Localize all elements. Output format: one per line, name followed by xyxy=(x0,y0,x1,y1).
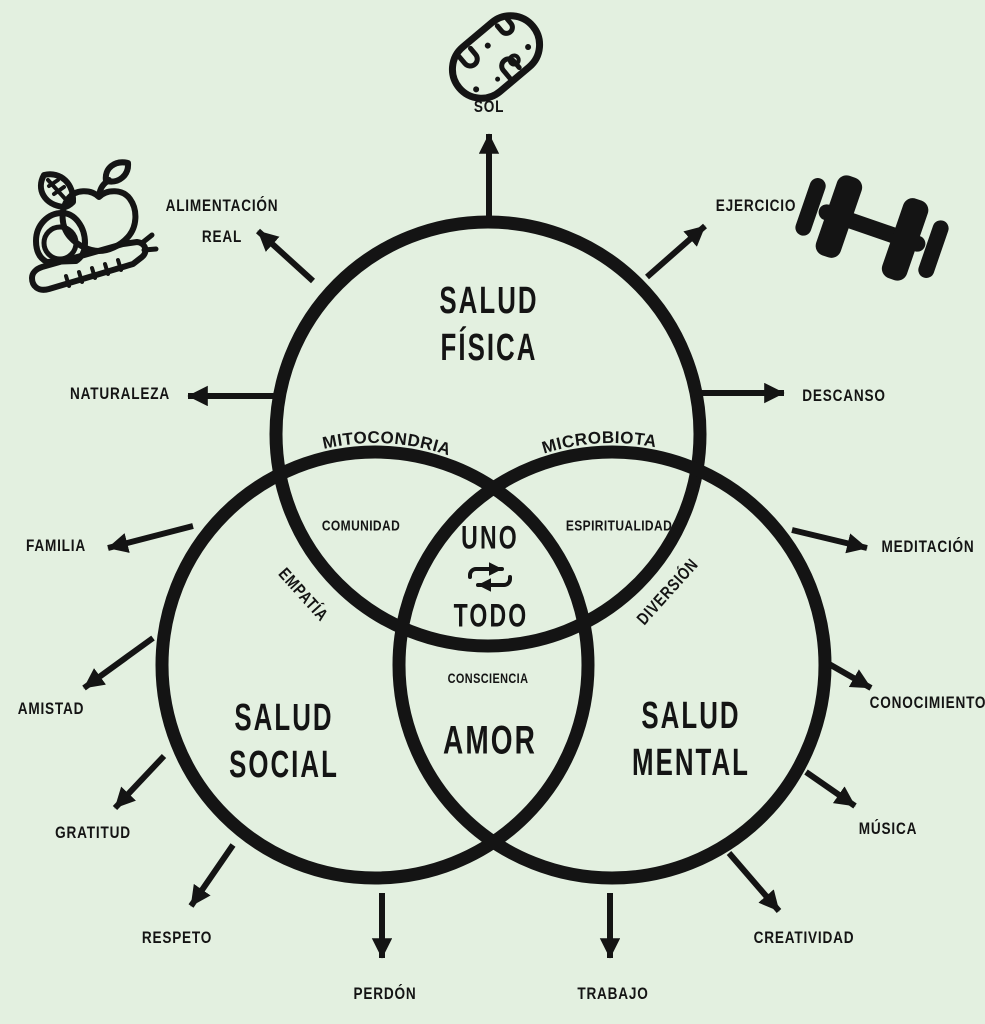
stem-leaf xyxy=(102,159,132,185)
arrow-amistad xyxy=(82,635,155,691)
arrow-ejercicio xyxy=(645,223,707,280)
left-leaf xyxy=(37,171,77,210)
circle-salud-social xyxy=(155,445,595,885)
amor-label: AMOR xyxy=(443,718,537,763)
familia-label: FAMILIA xyxy=(26,536,86,555)
healthy-food-icon xyxy=(29,159,159,293)
salud-social-line1: SALUD xyxy=(234,697,334,739)
cycle-arrows-icon xyxy=(468,562,512,592)
arrow-creatividad xyxy=(726,851,782,913)
gratitud-label: GRATITUD xyxy=(55,823,131,842)
carrot-greens xyxy=(139,232,159,253)
arrow-respeto xyxy=(188,843,236,908)
alimentacion-real-label: ALIMENTACIÓN REAL xyxy=(166,190,279,252)
dumbbell-icon xyxy=(795,175,949,281)
alimentacion-line1: ALIMENTACIÓN xyxy=(165,196,279,215)
trabajo-label: TRABAJO xyxy=(577,984,649,1003)
todo-label: TODO xyxy=(453,597,529,634)
comunidad-label: COMUNIDAD xyxy=(321,517,401,535)
alimentacion-line2: REAL xyxy=(201,227,243,246)
arrow-conocimiento xyxy=(827,661,873,691)
creatividad-label: CREATIVIDAD xyxy=(753,928,855,947)
salud-mental-title: SALUD MENTAL xyxy=(632,693,750,787)
salud-fisica-line1: SALUD xyxy=(439,280,539,322)
cut-fruit-core xyxy=(41,224,79,262)
amistad-label: AMISTAD xyxy=(17,699,85,718)
mitochondria-icon xyxy=(448,12,544,102)
consciencia-label: CONSCIENCIA xyxy=(447,670,529,686)
espiritualidad-label: ESPIRITUALIDAD xyxy=(565,517,673,535)
ejercicio-label: EJERCICIO xyxy=(715,196,797,215)
salud-social-line2: SOCIAL xyxy=(229,744,339,786)
arrow-gratitud xyxy=(112,753,167,811)
arrow-alimentacion-real xyxy=(255,228,316,284)
arrow-meditacion xyxy=(791,527,868,554)
salud-fisica-line2: FÍSICA xyxy=(440,327,538,369)
circle-salud-fisica xyxy=(269,215,707,653)
arrow-musica xyxy=(804,769,857,809)
uno-label: UNO xyxy=(461,519,519,556)
musica-label: MÚSICA xyxy=(858,819,918,838)
meditacion-label: MEDITACIÓN xyxy=(881,537,975,556)
circle-salud-mental xyxy=(392,445,832,885)
arrow-familia xyxy=(107,523,194,553)
salud-fisica-title: SALUD FÍSICA xyxy=(439,278,538,372)
spoke-arrows xyxy=(82,133,873,959)
carrot-ticks xyxy=(64,258,123,288)
descanso-label: DESCANSO xyxy=(802,386,886,405)
salud-social-title: SALUD SOCIAL xyxy=(229,695,339,789)
sol-label: SOL xyxy=(473,97,505,116)
conocimiento-label: CONOCIMIENTO xyxy=(869,693,985,712)
salud-mental-line2: MENTAL xyxy=(632,742,750,784)
salud-mental-line1: SALUD xyxy=(641,695,741,737)
naturaleza-label: NATURALEZA xyxy=(70,384,170,403)
perdon-label: PERDÓN xyxy=(353,984,417,1003)
respeto-label: RESPETO xyxy=(141,928,213,947)
leaf-veins xyxy=(46,178,70,204)
